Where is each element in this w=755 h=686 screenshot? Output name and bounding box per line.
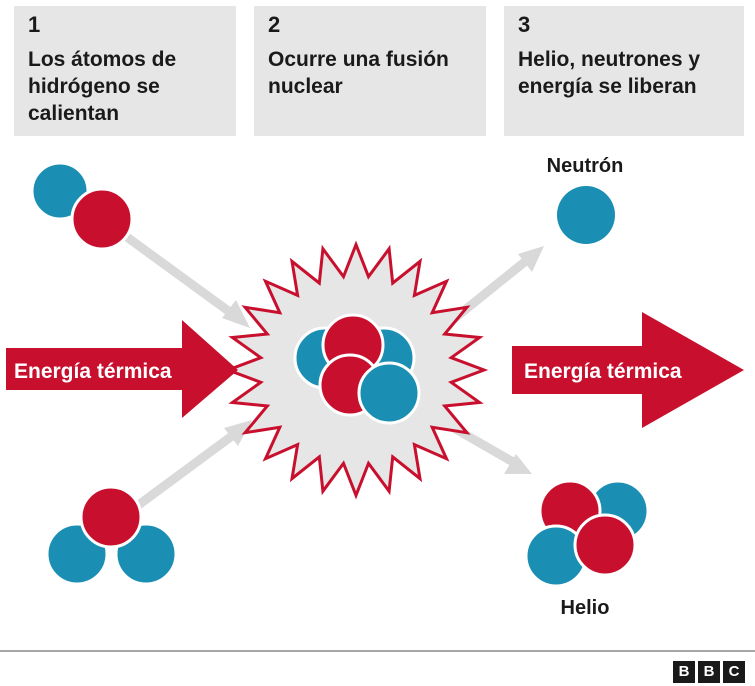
step-1-text: Los átomos de hidrógeno se calientan	[28, 48, 177, 125]
fusion-diagram: Energía térmica Energía térmica Neutrón …	[6, 155, 744, 619]
logo-letter: B	[673, 661, 695, 683]
logo-letter: C	[723, 661, 745, 683]
proton-particle	[79, 485, 143, 549]
arrow-top-in-head	[222, 300, 250, 328]
energy-in-label: Energía térmica	[14, 360, 172, 383]
arrow-to-helium-head	[504, 454, 532, 474]
energy-out-label: Energía térmica	[524, 360, 682, 383]
step-1-box: 1 Los átomos de hidrógeno se calientan	[14, 6, 236, 136]
arrow-top-in	[117, 228, 241, 322]
step-3-text: Helio, neutrones y energía se liberan	[518, 48, 701, 98]
energy-in-arrow	[6, 320, 238, 418]
footer-divider	[0, 650, 755, 652]
energy-out-arrow	[512, 312, 744, 428]
proton-particle	[573, 513, 637, 577]
step-1-number: 1	[28, 12, 41, 37]
arrow-bottom-in	[122, 426, 243, 519]
step-3-number: 3	[518, 12, 531, 37]
step-2-box: 2 Ocurre una fusión nuclear	[254, 6, 486, 136]
proton-particle	[70, 187, 134, 251]
hydrogen-atom-bottom	[45, 485, 178, 586]
hydrogen-atom-top	[30, 161, 134, 251]
arrow-bottom-in-head	[224, 420, 252, 446]
helium-nucleus	[524, 479, 650, 588]
logo-letter: B	[698, 661, 720, 683]
step-3-box: 3 Helio, neutrones y energía se liberan	[504, 6, 744, 136]
bbc-logo: B B C	[673, 661, 745, 683]
step-2-text: Ocurre una fusión nuclear	[268, 48, 449, 98]
arrow-to-neutron-head	[518, 246, 544, 272]
fusing-nucleus	[293, 313, 421, 425]
neutron-label: Neutrón	[547, 155, 624, 177]
neutron-particle	[357, 361, 421, 425]
helium-label: Helio	[561, 597, 610, 619]
released-neutron	[557, 186, 615, 244]
step-2-number: 2	[268, 12, 281, 37]
